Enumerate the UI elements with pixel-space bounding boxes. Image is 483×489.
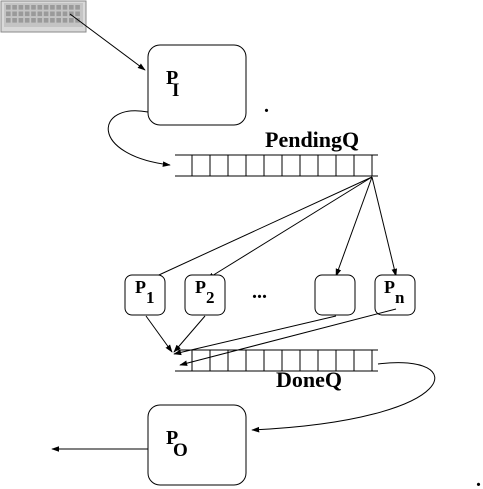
- worker-p1-letter: P: [135, 277, 146, 297]
- keyboard-key: [18, 18, 24, 23]
- keyboard-key: [62, 11, 68, 17]
- arrow-p2-to-done: [173, 315, 206, 353]
- keyboard-key: [69, 11, 74, 17]
- done-queue: [175, 349, 378, 372]
- done-queue-label: DoneQ: [276, 367, 342, 392]
- output-process-box: P O: [147, 404, 247, 486]
- input-process-subscript: I: [172, 80, 179, 101]
- keyboard-key: [43, 5, 49, 10]
- keyboard-key: [6, 18, 11, 23]
- keyboard-key: [50, 11, 55, 17]
- dot-mark-corner: .: [476, 469, 481, 489]
- worker-blank-box: [314, 274, 356, 316]
- keyboard-key: [75, 5, 80, 10]
- keyboard-key: [37, 5, 43, 10]
- input-process-letter: P: [166, 67, 178, 89]
- keyboard-key: [6, 5, 11, 10]
- keyboard-key: [56, 11, 61, 17]
- keyboard-key: [6, 11, 11, 17]
- pending-queue: [175, 154, 378, 177]
- keyboard-key: [69, 18, 74, 23]
- keyboard-key: [12, 5, 17, 10]
- worker-p2-subscript: 2: [206, 288, 215, 307]
- worker-pn-subscript: n: [395, 288, 405, 307]
- pending-queue-label: PendingQ: [265, 127, 359, 152]
- keyboard-key: [43, 11, 49, 17]
- keyboard-key: [75, 11, 80, 17]
- output-process-subscript: O: [173, 440, 188, 461]
- keyboard-key: [12, 11, 17, 17]
- arrow-blank-to-done: [173, 315, 337, 356]
- arrow-input-to-pending: [107, 110, 171, 167]
- worker-p2-letter: P: [195, 277, 206, 297]
- keyboard-key: [69, 5, 74, 10]
- keyboard-icon: [0, 0, 87, 33]
- arrow-pending-to-p2: [206, 176, 373, 280]
- worker-p1-subscript: 1: [146, 288, 155, 307]
- keyboard-key: [50, 5, 55, 10]
- keyboard-key: [50, 18, 55, 23]
- keyboard-key: [24, 5, 30, 10]
- arrow-pn-to-done: [179, 308, 397, 366]
- keyboard-key: [31, 11, 36, 17]
- keyboard-key: [18, 11, 24, 17]
- arrow-pending-to-p1: [147, 176, 373, 281]
- arrow-pending-to-blank: [335, 176, 373, 277]
- worker-p2-box: P 2: [184, 274, 226, 316]
- keyboard-key: [31, 18, 36, 23]
- keyboard-key: [56, 5, 61, 10]
- output-process-letter: P: [166, 427, 178, 449]
- keyboard-key: [31, 5, 36, 10]
- arrow-p1-to-done: [145, 315, 173, 353]
- arrow-pending-to-pn: [371, 176, 398, 277]
- keyboard-key: [62, 5, 68, 10]
- keyboard-key: [56, 18, 61, 23]
- keyboard-key: [18, 5, 24, 10]
- arrow-keyboard-to-input: [69, 13, 146, 71]
- keyboard-key: [75, 18, 80, 23]
- dot-mark: .: [264, 95, 269, 117]
- keyboard-key: [37, 18, 43, 23]
- keyboard-key: [43, 18, 49, 23]
- keyboard-key: [12, 18, 17, 23]
- worker-pn-letter: P: [384, 277, 395, 297]
- workers-ellipsis: ...: [252, 281, 267, 303]
- keyboard-key: [24, 11, 30, 17]
- worker-p1-box: P 1: [124, 274, 166, 316]
- input-process-box: P I: [147, 44, 247, 126]
- keyboard-key: [24, 18, 30, 23]
- keyboard-key: [37, 11, 43, 17]
- arrow-done-to-output: [251, 362, 436, 433]
- worker-pn-box: P n: [374, 274, 416, 316]
- keyboard-key: [62, 18, 68, 23]
